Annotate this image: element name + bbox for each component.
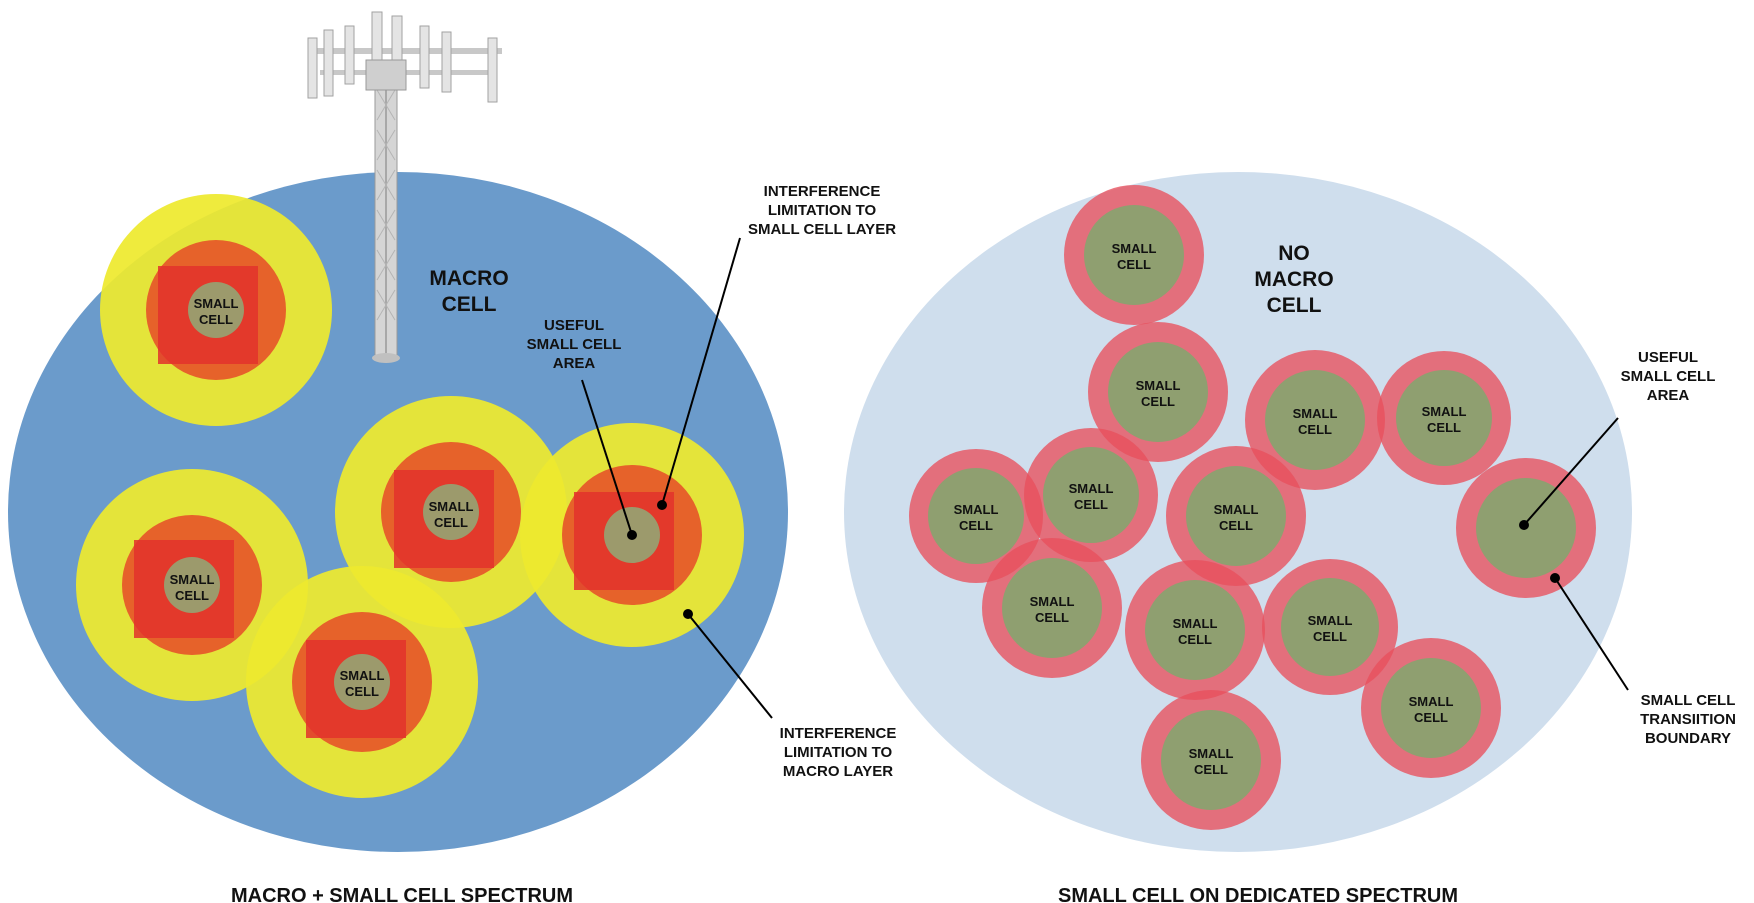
useful-area-right-line1: USEFUL	[1638, 349, 1698, 366]
macro-panel: SMALL CELL SMALL CELL SMALL CELL SMALL C…	[8, 11, 896, 903]
small-cell-label-line2: CELL	[1178, 632, 1212, 647]
useful-area-callout-right: USEFUL SMALL CELL AREA	[1519, 349, 1715, 530]
no-macro-title-line2: MACRO	[1254, 268, 1333, 291]
dedicated-small-cell	[1262, 559, 1398, 695]
small-cell-label-line2: CELL	[959, 518, 993, 533]
interference-macro-label-line3: MACRO LAYER	[783, 763, 893, 780]
useful-area-callout: USEFUL SMALL CELL AREA	[527, 317, 637, 540]
boundary-label-line3: BOUNDARY	[1645, 730, 1731, 747]
interfering-small-cell	[246, 566, 478, 798]
dedicated-small-cell	[909, 449, 1043, 583]
interfering-small-cell	[100, 194, 332, 426]
boundary-label-line2: TRANSIITION	[1640, 711, 1736, 728]
small-cell-label-line2: CELL	[1298, 422, 1332, 437]
interfering-small-cell	[76, 469, 308, 701]
small-cell-label-line2: CELL	[199, 312, 233, 327]
dedicated-small-cell	[1125, 560, 1265, 700]
dedicated-small-cell	[1141, 690, 1281, 830]
no-macro-title-line3: CELL	[1267, 294, 1322, 317]
small-cell-label-line1: SMALL	[194, 296, 239, 311]
dedicated-small-cell	[1064, 185, 1204, 325]
small-cell-label-line2: CELL	[1035, 610, 1069, 625]
small-cell-label-line1: SMALL	[1030, 594, 1075, 609]
small-cell-label-line1: SMALL	[1136, 378, 1181, 393]
dedicated-small-cell	[982, 538, 1122, 678]
small-cell-label-line1: SMALL	[170, 572, 215, 587]
dedicated-panel-caption: SMALL CELL ON DEDICATED SPECTRUM	[1058, 885, 1458, 903]
useful-area-right-line2: SMALL CELL	[1621, 368, 1716, 385]
interference-macro-label-line1: INTERFERENCE	[780, 725, 897, 742]
dedicated-panel: SMALL CELL SMALL CELL SMALL CELL SMALL C…	[844, 172, 1736, 903]
macro-cell-title-line1: MACRO	[429, 267, 508, 290]
macro-cell-title-line2: CELL	[442, 293, 497, 316]
small-cell-label-line1: SMALL	[429, 499, 474, 514]
dedicated-small-cell	[1361, 638, 1501, 778]
small-cell-label-line2: CELL	[1141, 394, 1175, 409]
useful-area-label-line3: AREA	[553, 355, 596, 372]
no-macro-title-line1: NO	[1278, 242, 1310, 265]
interference-small-label-line3: SMALL CELL LAYER	[748, 221, 896, 238]
small-cell-label-line1: SMALL	[1069, 481, 1114, 496]
small-cell-label-line1: SMALL	[1308, 613, 1353, 628]
small-cell-label-line2: CELL	[434, 515, 468, 530]
small-cell-interference-callout: INTERFERENCE LIMITATION TO SMALL CELL LA…	[657, 183, 896, 510]
small-cell-label-line1: SMALL	[1293, 406, 1338, 421]
small-cell-label-line1: SMALL	[1173, 616, 1218, 631]
small-cell-label-line2: CELL	[1313, 629, 1347, 644]
small-cell-label-line2: CELL	[1414, 710, 1448, 725]
small-cell-label-line1: SMALL	[1422, 404, 1467, 419]
interference-macro-label-line2: LIMITATION TO	[784, 744, 893, 761]
dedicated-small-cell	[1088, 322, 1228, 462]
dedicated-small-cell	[1377, 351, 1511, 485]
transition-boundary-callout: SMALL CELL TRANSIITION BOUNDARY	[1550, 573, 1736, 747]
dedicated-small-cell	[1024, 428, 1158, 562]
boundary-label-line1: SMALL CELL	[1641, 692, 1736, 709]
interference-small-label-line1: INTERFERENCE	[764, 183, 881, 200]
cell-tower-icon	[307, 11, 502, 363]
interference-small-label-line2: LIMITATION TO	[768, 202, 877, 219]
small-cell-label-line2: CELL	[175, 588, 209, 603]
interfering-small-cell	[335, 396, 567, 628]
small-cell-label-line1: SMALL	[1409, 694, 1454, 709]
small-cell-label-line1: SMALL	[340, 668, 385, 683]
small-cell-label-line1: SMALL	[1112, 241, 1157, 256]
dedicated-small-cell	[1166, 446, 1306, 586]
macro-interference-callout: INTERFERENCE LIMITATION TO MACRO LAYER	[683, 609, 896, 780]
small-cell-label-line2: CELL	[1074, 497, 1108, 512]
useful-area-label-line2: SMALL CELL	[527, 336, 622, 353]
useful-area-right-line3: AREA	[1647, 387, 1690, 404]
small-cell-label-line2: CELL	[1219, 518, 1253, 533]
macro-panel-caption: MACRO + SMALL CELL SPECTRUM	[231, 885, 573, 903]
small-cell-label-line1: SMALL	[954, 502, 999, 517]
useful-area-label-line1: USEFUL	[544, 317, 604, 334]
small-cell-label-line2: CELL	[1194, 762, 1228, 777]
small-cell-label-line1: SMALL	[1214, 502, 1259, 517]
small-cell-label-line2: CELL	[1427, 420, 1461, 435]
dedicated-small-cell	[1245, 350, 1385, 490]
small-cell-label-line2: CELL	[345, 684, 379, 699]
small-cell-label-line2: CELL	[1117, 257, 1151, 272]
small-cell-label-line1: SMALL	[1189, 746, 1234, 761]
